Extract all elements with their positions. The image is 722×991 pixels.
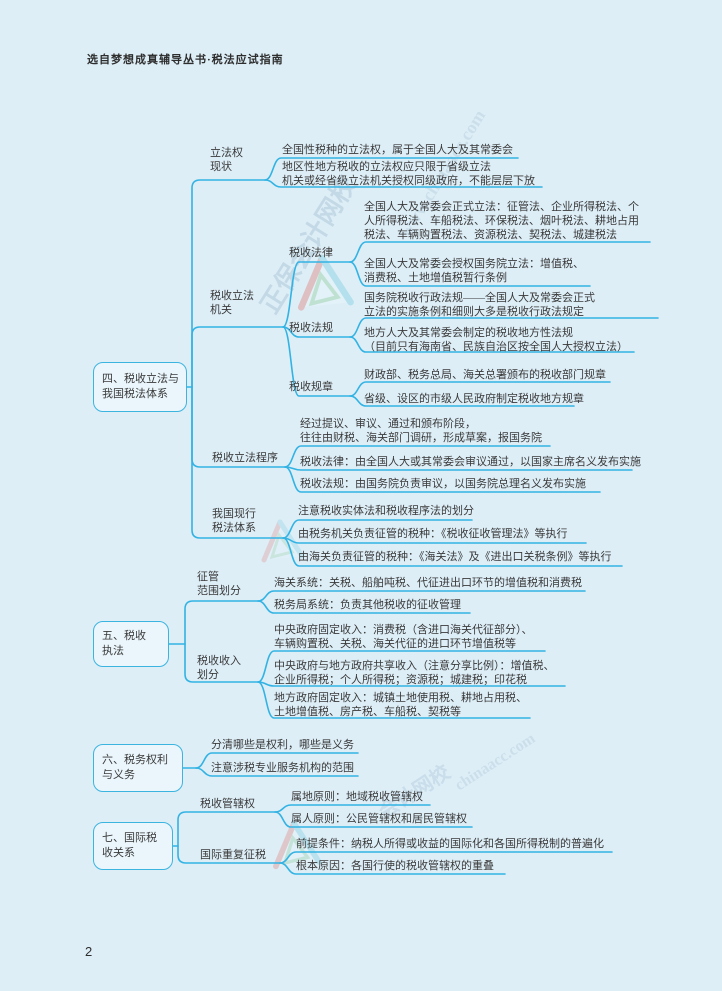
leaf-rights-vs-obligations: 分清哪些是权利，哪些是义务: [211, 739, 354, 751]
mindmap-node-section6: 六、税务权利 与义务: [93, 744, 183, 792]
page-number: 2: [85, 944, 93, 959]
leaf-local-fixed-revenue: 地方政府固定收入：城镇土地使用税、耕地占用税、 土地增值税、房产税、车船税、契税…: [274, 692, 527, 718]
section4-connectors: [185, 157, 659, 567]
leaf-substantive-vs-procedural: 注意税收实体法和税收程序法的划分: [298, 505, 474, 517]
leaf-shared-revenue: 中央政府与地方政府共享收入（注意分享比例）：增值税、 企业所得税；个人所得税；资…: [274, 660, 555, 686]
leaf-local-regulations: 地方人大及其常委会制定的税收地方性法规 （目前只有海南省、民族自治区按全国人大授…: [364, 327, 628, 353]
leaf-personal-principle: 属人原则：公民管辖权和居民管辖权: [291, 813, 467, 825]
leaf-npc-authorized-legislation: 全国人大及常委会授权国务院立法：增值税、 消费税、土地增值税暂行条例: [364, 258, 584, 284]
branch-label-tax-legislation-procedure: 税收立法程序: [212, 452, 278, 464]
leaf-customs-administered: 由海关负责征管的税种：《海关法》及《进出口关税条例》等执行: [298, 551, 612, 563]
page-header-source-note: 选自梦想成真辅导丛书·税法应试指南: [87, 54, 284, 66]
branch-label-legislative-power-status: 立法权 现状: [210, 147, 243, 173]
branch-label-international-double-taxation: 国际重复征税: [200, 849, 266, 861]
leaf-provincial-rules: 省级、设区的市级人民政府制定税收地方规章: [364, 393, 584, 405]
leaf-state-council-regulations: 国务院税收行政法规——全国人大及常委会正式 立法的实施条例和细则大多是税收行政法…: [364, 292, 595, 318]
branch-label-current-tax-law-system: 我国现行 税法体系: [212, 508, 256, 534]
leaf-regional-tax-legislative-power: 地区性地方税收的立法权应只限于省级立法 机关或经省级立法机关授权同级政府，不能层…: [282, 161, 535, 187]
leaf-tax-service-institutions: 注意涉税专业服务机构的范围: [211, 762, 354, 774]
leaf-procedure-stages: 经过提议、审议、通过和颁布阶段， 往往由财税、海关部门调研，形成草案，报国务院: [300, 418, 542, 444]
branch-label-tax-revenue-division: 税收收入 划分: [197, 655, 241, 681]
leaf-ministry-rules: 财政部、税务总局、海关总署颁布的税收部门规章: [364, 369, 606, 381]
leaf-customs-system: 海关系统：关税、船舶吨税、代征进出口环节的增值税和消费税: [274, 577, 582, 589]
branch-label-tax-jurisdiction: 税收管辖权: [200, 798, 255, 810]
leaf-procedure-tax-regulations: 税收法规：由国务院负责审议，以国务院总理名义发布实施: [300, 478, 586, 490]
leaf-central-fixed-revenue: 中央政府固定收入：消费税（含进口海关代征部分）、 车辆购置税、关税、海关代征的进…: [274, 624, 533, 650]
branch-label-collection-scope-division: 征管 范围划分: [197, 571, 241, 597]
mindmap-node-section4: 四、税收立法与 我国税法体系: [93, 362, 187, 412]
leaf-tax-bureau-system: 税务局系统：负责其他税收的征收管理: [274, 599, 461, 611]
section6-connectors: [182, 752, 359, 777]
mindmap-node-section7: 七、国际税 收关系: [93, 822, 173, 870]
leaf-npc-formal-legislation: 全国人大及常委会正式立法：征管法、企业所得税法、个 人所得税法、车船税法、环保税…: [364, 201, 639, 241]
leaf-territorial-principle: 属地原则：地域税收管辖权: [291, 791, 423, 803]
leaf-national-tax-legislative-power: 全国性税种的立法权，属于全国人大及其常委会: [282, 144, 513, 156]
branch-label-tax-rules: 税收规章: [289, 381, 333, 393]
branch-label-tax-laws: 税收法律: [289, 247, 333, 259]
leaf-double-taxation-root-cause: 根本原因：各国行使的税收管辖权的重叠: [296, 860, 494, 872]
section7-connectors: [171, 804, 613, 875]
branch-label-tax-legislative-organs: 税收立法 机关: [210, 290, 254, 316]
leaf-procedure-tax-laws: 税收法律：由全国人大或其常委会审议通过，以国家主席名义发布实施: [300, 456, 641, 468]
branch-label-tax-regulations: 税收法规: [289, 322, 333, 334]
mindmap-node-section5: 五、税收 执法: [93, 621, 169, 667]
section5-connectors: [168, 590, 586, 719]
leaf-double-taxation-precondition: 前提条件：纳税人所得或收益的国际化和各国所得税制的普遍化: [296, 838, 604, 850]
leaf-tax-authority-administered: 由税务机关负责征管的税种：《税收征收管理法》等执行: [298, 528, 568, 540]
